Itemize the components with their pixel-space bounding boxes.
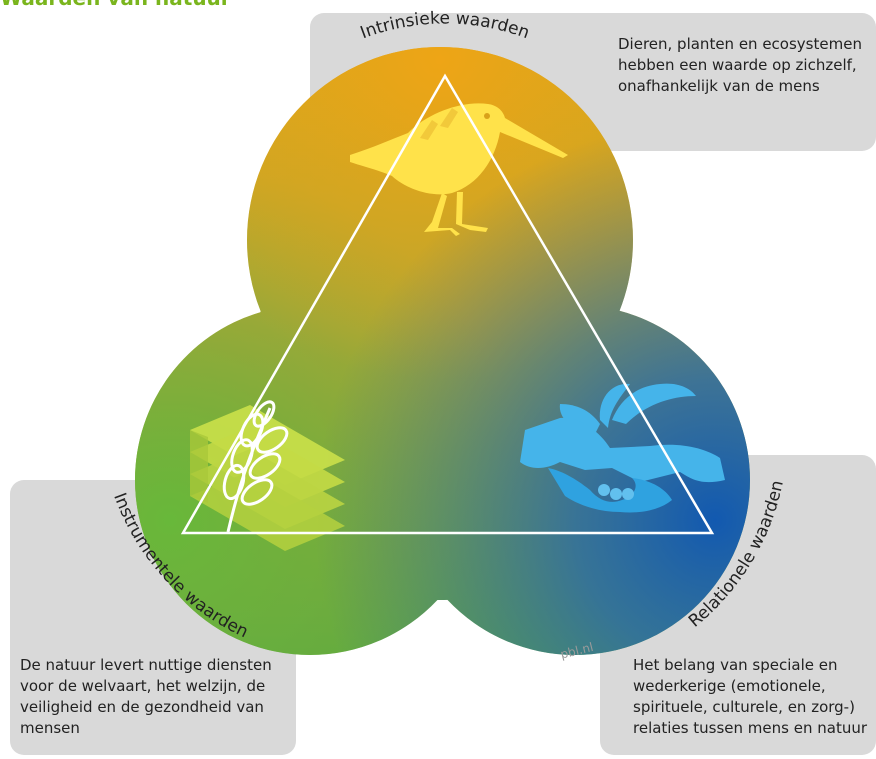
intrinsic-description: Dieren, planten en ecosystemen hebben ee… xyxy=(618,35,862,95)
values-triangle xyxy=(180,73,715,535)
relational-description: Het belang van speciale en wederkerige (… xyxy=(633,656,868,737)
page-title: Waarden van natuur xyxy=(0,0,231,8)
wheat-and-layers-icon xyxy=(190,400,345,551)
snipe-bird-icon xyxy=(350,103,568,236)
instrumental-description: De natuur levert nuttige diensten voor d… xyxy=(20,656,272,737)
